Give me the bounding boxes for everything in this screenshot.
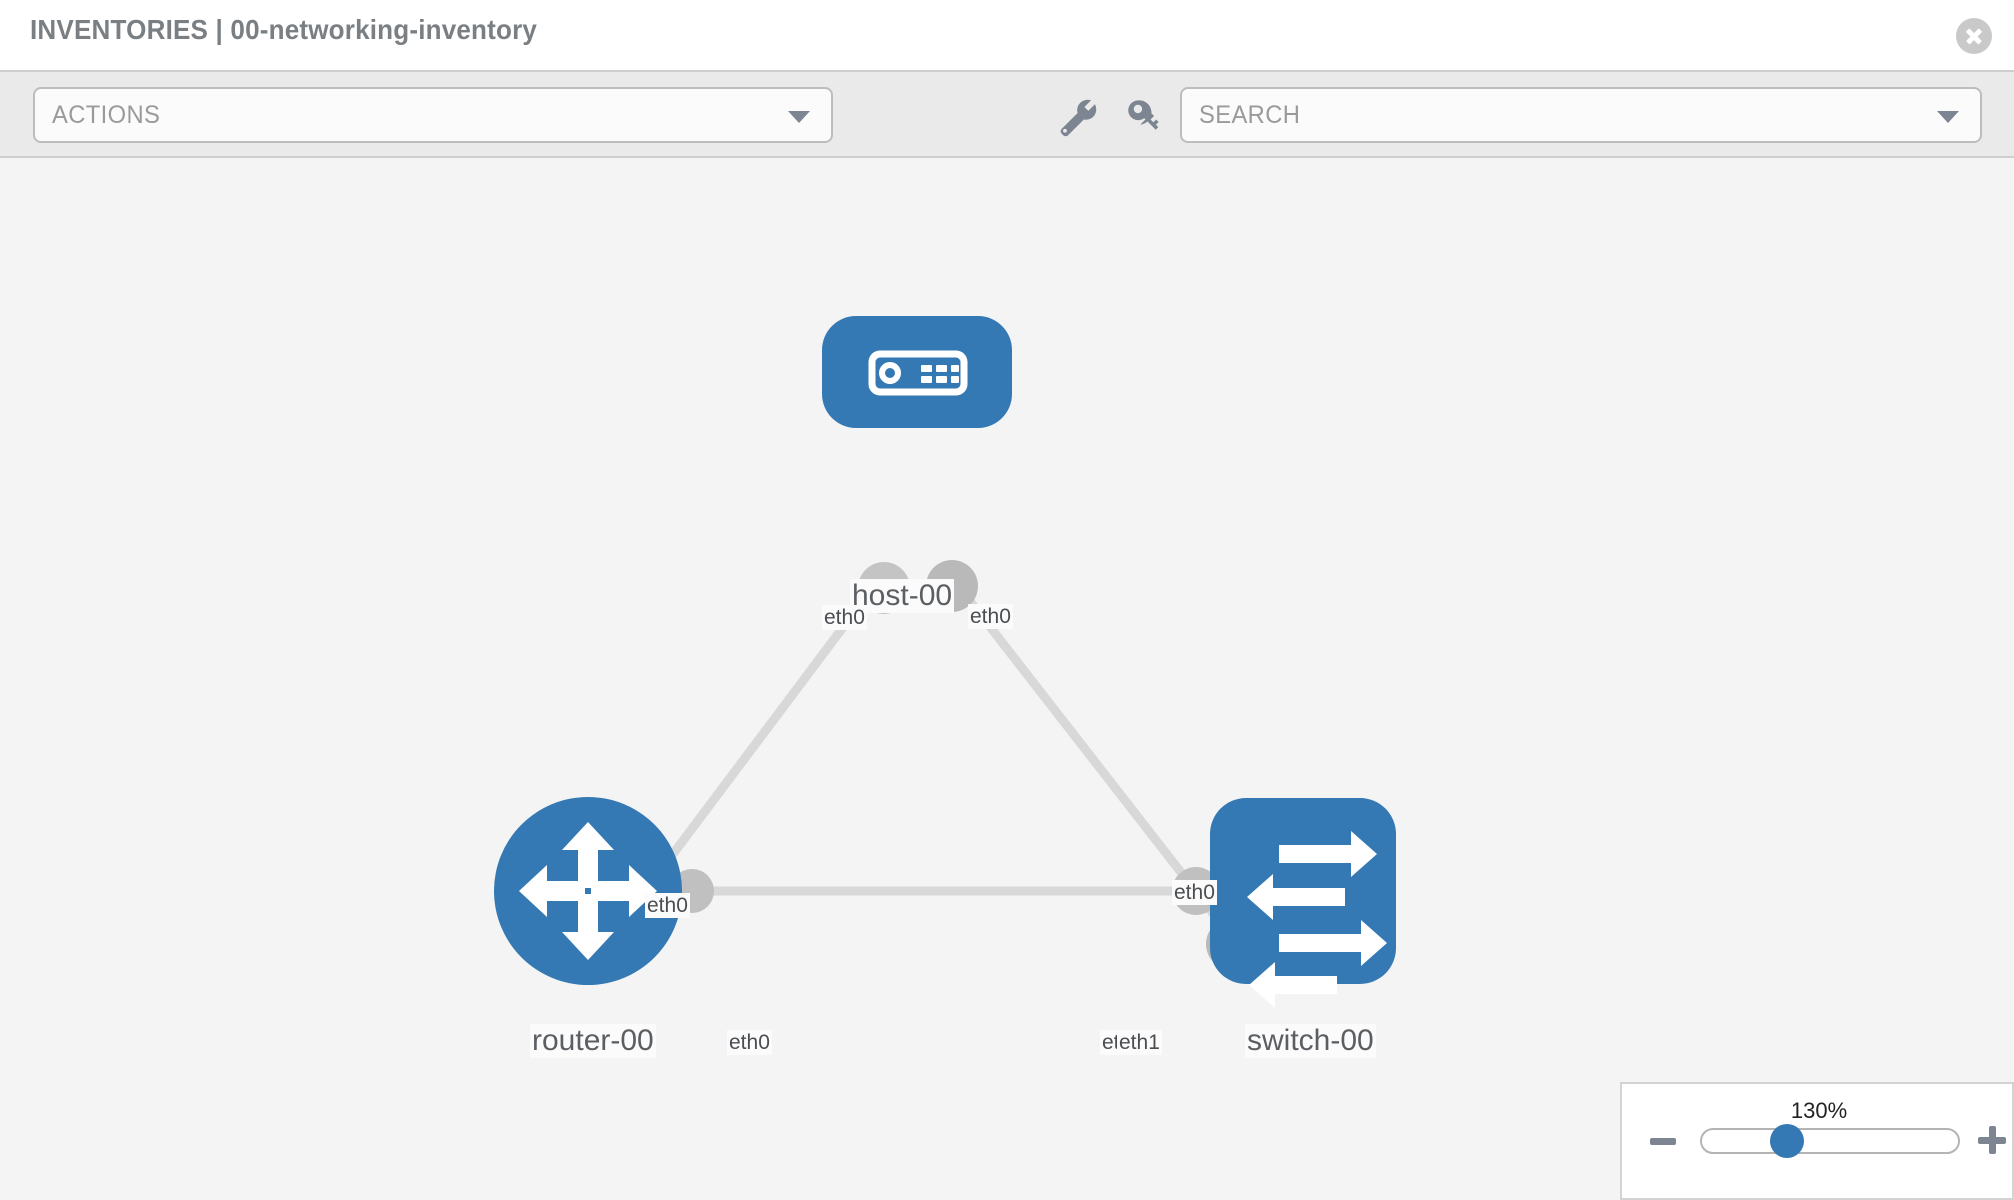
node-label-router-00[interactable]: router-00 — [530, 1024, 656, 1058]
node-host-00-body[interactable] — [822, 316, 1012, 428]
edge-label-switch00-uplink-eth0[interactable]: eth0 — [1172, 880, 1217, 905]
actions-dropdown[interactable]: ACTIONS — [33, 87, 833, 143]
actions-dropdown-label: ACTIONS — [52, 101, 161, 129]
server-icon-vents — [921, 365, 959, 383]
link-host00-router00[interactable] — [636, 575, 884, 901]
node-label-host-00[interactable]: host-00 — [850, 579, 955, 613]
minus-icon[interactable] — [1650, 1138, 1676, 1145]
search-input[interactable]: SEARCH — [1180, 87, 1982, 143]
wrench-icon[interactable] — [1056, 96, 1100, 140]
edge-label-router00-uplink-eth0[interactable]: eth0 — [645, 893, 690, 918]
key-icon[interactable] — [1124, 96, 1168, 140]
chevron-down-icon — [788, 111, 810, 123]
switch-arrows-icon — [1247, 831, 1387, 1008]
chevron-down-icon[interactable] — [1937, 111, 1959, 123]
plus-icon-horizontal — [1978, 1136, 2006, 1144]
topology-graph — [494, 316, 1396, 1008]
server-icon-chassis — [868, 350, 968, 396]
page-header: INVENTORIES | 00-networking-inventory — [0, 0, 2014, 70]
plus-icon[interactable] — [1978, 1126, 2006, 1154]
toolbar-icon-group — [1040, 96, 1190, 140]
node-host-00[interactable] — [822, 316, 1012, 428]
zoom-level-label: 130% — [1790, 1098, 1848, 1123]
node-switch-00[interactable] — [1210, 798, 1396, 1008]
topology-ports — [670, 560, 1258, 970]
node-router-00-body[interactable] — [494, 797, 682, 985]
node-label-switch-00[interactable]: switch-00 — [1245, 1024, 1376, 1058]
search-input-placeholder: SEARCH — [1199, 101, 1301, 129]
router-arrows-icon — [519, 822, 657, 960]
page-title: INVENTORIES | 00-networking-inventory — [30, 14, 538, 45]
zoom-slider-thumb[interactable] — [1770, 1124, 1804, 1158]
node-router-00[interactable] — [494, 797, 682, 985]
toolbar: ACTIONS SEARCH — [0, 70, 2014, 158]
edge-label-host00-eth0-right[interactable]: eth0 — [968, 604, 1013, 629]
server-icon-led — [879, 362, 901, 384]
edge-label-host00-eth0-left[interactable]: eth0 — [822, 605, 867, 630]
edge-label-router00-eth0[interactable]: eth0 — [727, 1030, 772, 1055]
topology-canvas[interactable]: host-00 router-00 switch-00 eth0 eth0 et… — [0, 158, 2014, 1200]
edge-label-switch00-eth1[interactable]: eth1 — [1117, 1030, 1162, 1055]
zoom-control-panel: 130% — [1620, 1082, 2014, 1200]
topology-links — [636, 573, 1237, 943]
close-icon[interactable] — [1956, 18, 1992, 54]
zoom-slider-track[interactable] — [1700, 1128, 1960, 1154]
